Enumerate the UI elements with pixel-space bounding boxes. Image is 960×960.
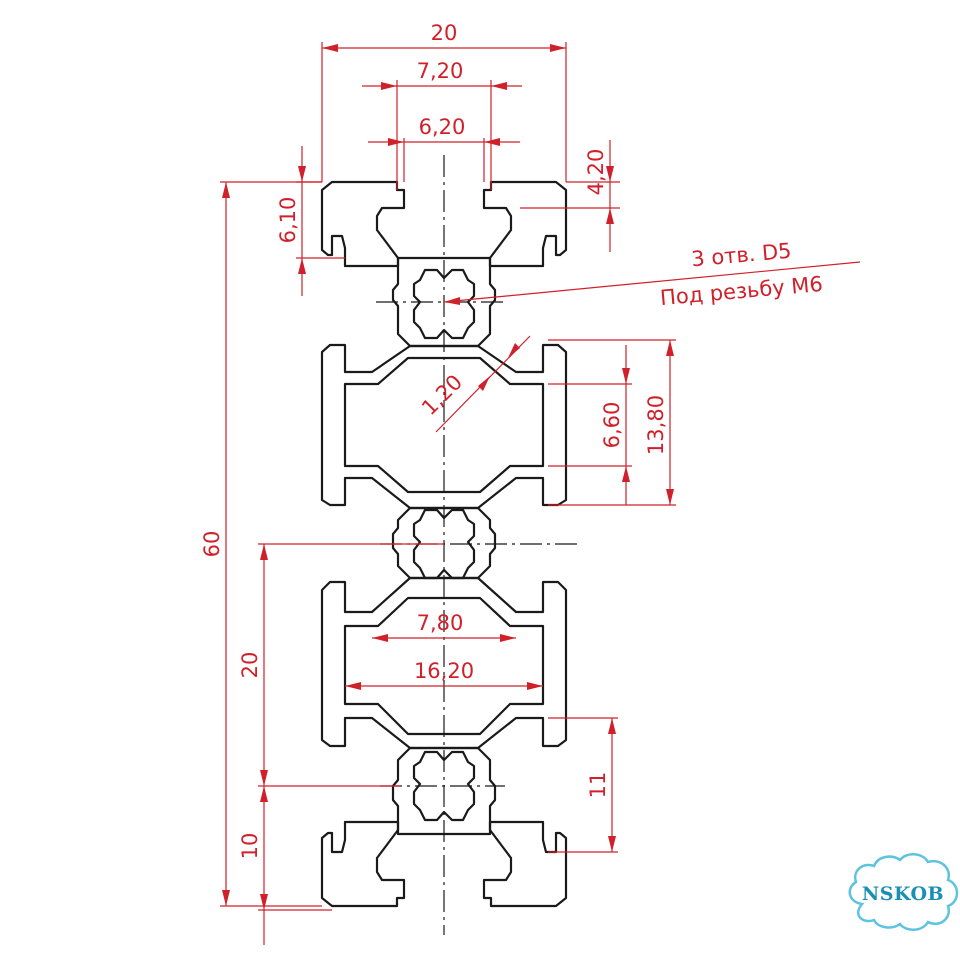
top-left-lip (320, 180, 406, 268)
dim-slot-depth: 4,20 (584, 149, 608, 196)
dim-wall-thickness: 1,20 (417, 370, 467, 420)
core-3 (391, 746, 497, 836)
lower-cavity (343, 596, 545, 736)
logo-text: NSKOB (862, 883, 944, 905)
dim-inner-gap-small: 6,60 (600, 402, 624, 449)
upper-cavity (343, 356, 545, 494)
profile-outline (320, 180, 568, 908)
brand-logo: NSKOB (848, 853, 959, 931)
dim-slot-opening-outer: 7,20 (417, 59, 464, 83)
bottom-right-lip (482, 820, 568, 908)
dim-slot-opening-inner: 6,20 (419, 115, 466, 139)
center-lines (376, 155, 582, 935)
dim-slot-height: 11 (586, 772, 610, 799)
body-upper (320, 343, 568, 510)
dim-length-total: 60 (200, 531, 224, 558)
cloud-badge-shape (848, 853, 959, 931)
dimension-lines (220, 42, 861, 945)
bottom-left-lip (320, 820, 406, 908)
dim-pitch: 20 (238, 652, 262, 679)
dim-lip-height: 6,10 (276, 197, 300, 244)
note-line-2: Под резьбу М6 (659, 272, 824, 310)
dim-inner-width-large: 16,20 (414, 659, 474, 683)
hole-3 (412, 750, 476, 822)
dim-inner-width-small: 7,80 (417, 611, 464, 635)
dim-first-center: 10 (238, 833, 262, 860)
dimension-labels: 20 7,20 6,20 4,20 6,10 1,20 6,60 13,80 6… (200, 21, 668, 859)
dim-inner-gap-large: 13,80 (644, 395, 668, 455)
hole-note: 3 отв. D5 Под резьбу М6 (659, 239, 824, 310)
body-lower (320, 576, 568, 750)
dim-width-total: 20 (431, 21, 458, 45)
note-line-1: 3 отв. D5 (690, 239, 792, 272)
top-right-lip (482, 180, 568, 268)
